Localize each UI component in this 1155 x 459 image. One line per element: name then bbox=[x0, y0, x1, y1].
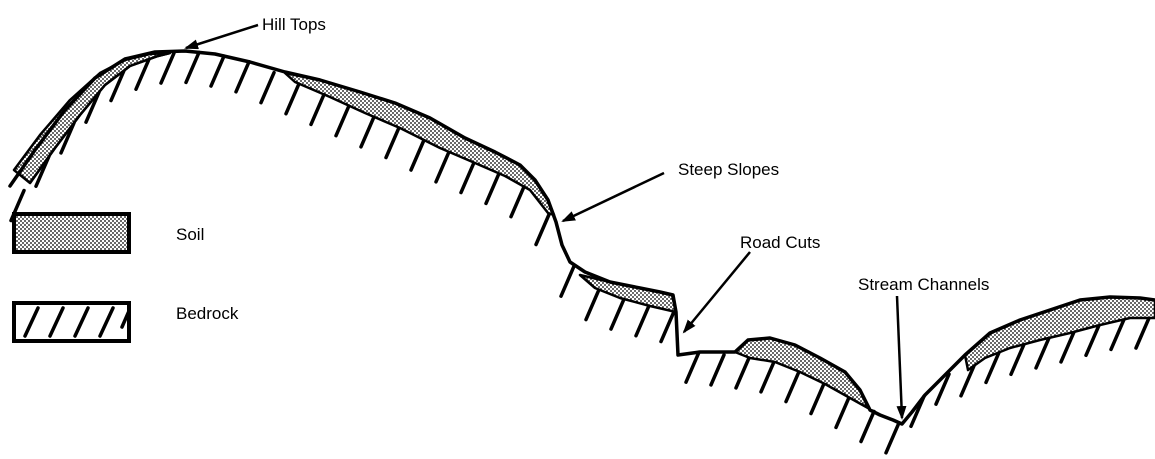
bedrock-hatch-mark bbox=[1111, 319, 1124, 349]
bedrock-hatch-mark bbox=[336, 106, 349, 136]
bedrock-hatch-mark bbox=[1086, 325, 1099, 355]
steep-slopes-label: Steep Slopes bbox=[678, 160, 779, 179]
steep-slopes-arrow bbox=[563, 173, 664, 221]
bedrock-hatch-mark bbox=[236, 62, 249, 92]
bedrock-hatch-mark bbox=[636, 306, 649, 336]
bedrock-hatch-mark bbox=[711, 355, 724, 385]
soil-hilltop-left bbox=[14, 53, 170, 183]
road-cuts-arrow bbox=[684, 252, 750, 332]
bedrock-hatch-mark bbox=[1011, 344, 1024, 374]
hill-tops-arrow bbox=[186, 25, 258, 48]
bedrock-hatch-mark bbox=[261, 73, 274, 103]
bedrock-hatch-mark bbox=[836, 397, 849, 427]
bedrock-hatch-mark bbox=[761, 362, 774, 392]
bedrock-hatch-mark bbox=[486, 173, 499, 203]
bedrock-hatch-mark bbox=[436, 152, 449, 182]
bedrock-hatching bbox=[11, 52, 1149, 452]
bedrock-hatch-mark bbox=[561, 266, 574, 296]
bedrock-hatch-mark bbox=[536, 215, 549, 245]
bedrock-hatch-mark bbox=[511, 187, 524, 217]
bedrock-hatch-mark bbox=[286, 84, 299, 114]
legend: Soil Bedrock bbox=[14, 214, 239, 341]
stream-channels-label: Stream Channels bbox=[858, 275, 989, 294]
bedrock-hatch-mark bbox=[861, 412, 874, 442]
bedrock-hatch-mark bbox=[1061, 332, 1074, 362]
bedrock-hatch-mark bbox=[886, 423, 899, 453]
bedrock-hatch-mark bbox=[211, 56, 224, 86]
bedrock-hatch-mark bbox=[161, 53, 174, 83]
bedrock-hatch-mark bbox=[311, 94, 324, 124]
bedrock-hatch-mark bbox=[1136, 318, 1149, 348]
bedrock-hatch-mark bbox=[461, 163, 474, 193]
bedrock-hatch-mark bbox=[586, 290, 599, 320]
bedrock-hatch-mark bbox=[411, 140, 424, 170]
soil-upper-slope bbox=[285, 73, 554, 215]
hill-tops-label: Hill Tops bbox=[262, 15, 326, 34]
bedrock-hatch-mark bbox=[361, 117, 374, 147]
road-cuts-label: Road Cuts bbox=[740, 233, 820, 252]
bedrock-hatch-mark bbox=[611, 299, 624, 329]
bedrock-hatch-mark bbox=[736, 358, 749, 388]
bedrock-hatch-mark bbox=[686, 352, 699, 382]
bedrock-hatch-mark bbox=[186, 52, 199, 82]
bedrock-hatch-mark bbox=[661, 312, 674, 342]
legend-soil-swatch bbox=[14, 214, 129, 252]
bedrock-hatch-mark bbox=[786, 372, 799, 402]
bedrock-hatch-mark bbox=[386, 128, 399, 158]
bedrock-hatch-mark bbox=[811, 384, 824, 414]
stream-channels-arrow bbox=[897, 296, 902, 418]
legend-bedrock-label: Bedrock bbox=[176, 304, 239, 323]
legend-soil-label: Soil bbox=[176, 225, 204, 244]
bedrock-hatch-mark bbox=[1036, 338, 1049, 368]
